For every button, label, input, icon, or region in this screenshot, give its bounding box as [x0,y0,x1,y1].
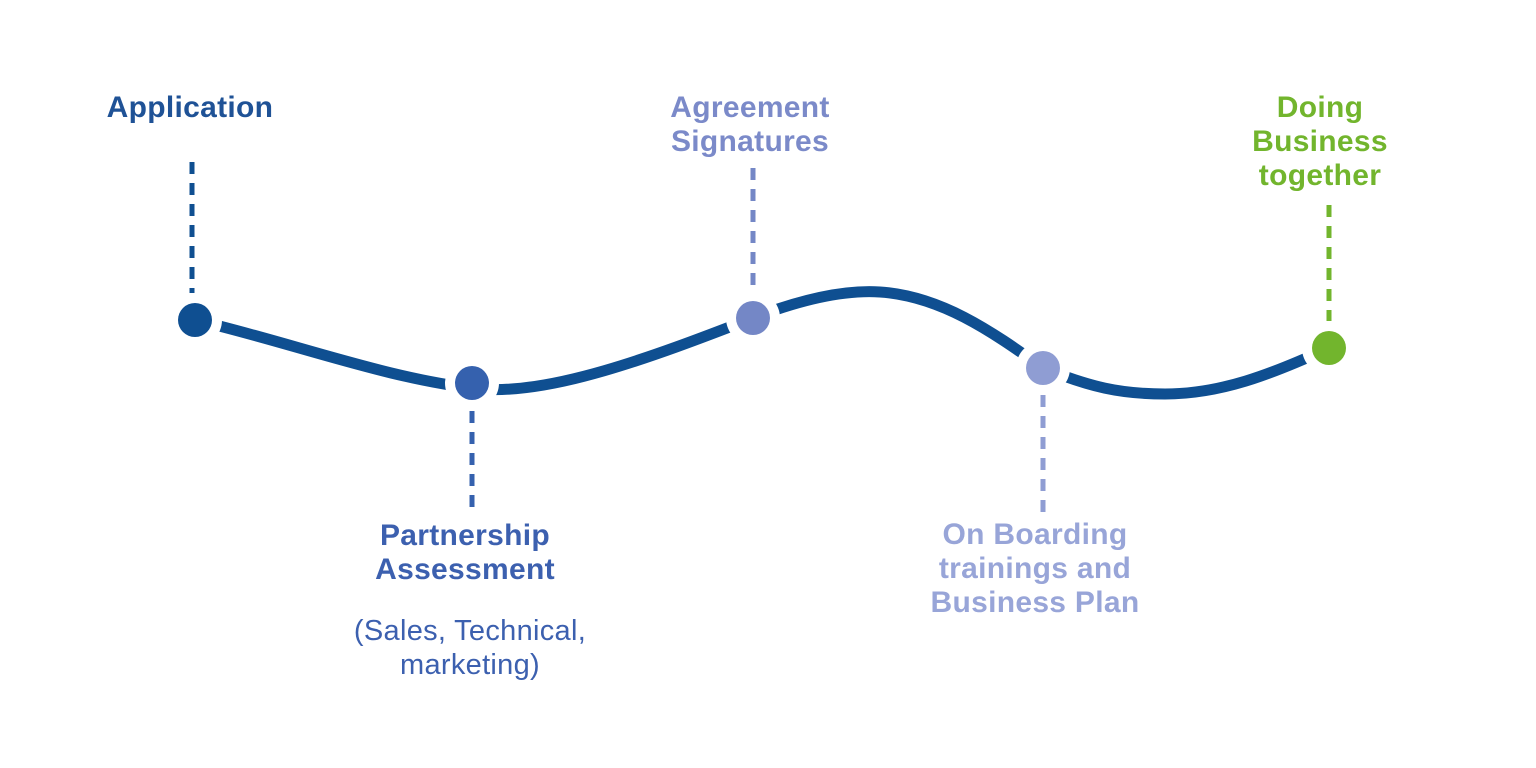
node-dot-application [178,303,212,337]
node-dot-partnership-assessment [455,366,489,400]
stage-label-partnership-assessment: Partnership Assessment [375,519,555,586]
node-dot-agreement-signatures [736,301,770,335]
stage-label-application: Application [106,91,274,124]
stage-label-onboarding: On Boarding trainings and Business Plan [930,518,1140,619]
node-dot-onboarding [1026,351,1060,385]
node-dot-doing-business [1312,331,1346,365]
stage-sublabel-partnership-assessment: (Sales, Technical, marketing) [353,615,587,681]
stage-label-doing-business: Doing Business together [1252,91,1388,192]
stage-label-agreement-signatures: Agreement Signatures [670,91,830,158]
timeline-path [189,286,1335,400]
